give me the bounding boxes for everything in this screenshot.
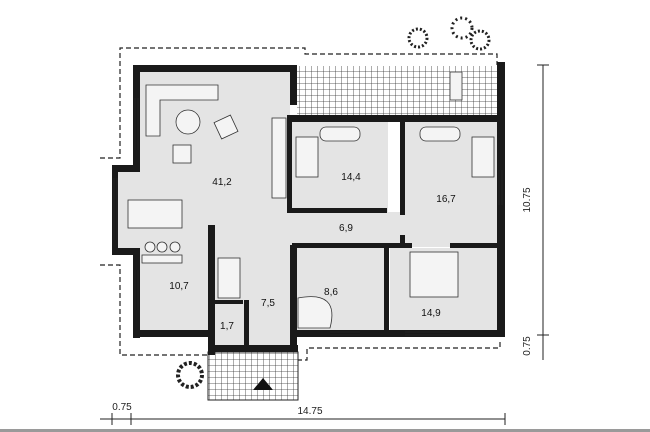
dimension-lines bbox=[100, 64, 549, 425]
bottom-border bbox=[0, 429, 650, 432]
windows bbox=[113, 98, 503, 336]
entrance-porch bbox=[207, 351, 299, 401]
room-label-living: 41,2 bbox=[212, 177, 232, 188]
furniture bbox=[127, 71, 495, 329]
tree-icon bbox=[176, 16, 491, 389]
dimension-depth: 10.75 bbox=[522, 187, 533, 212]
plot-outline bbox=[100, 47, 501, 361]
room-label-kitchen: 10,7 bbox=[169, 281, 189, 292]
room-label-bedroom-2: 16,7 bbox=[436, 194, 456, 205]
dimension-depth-offset: 0.75 bbox=[522, 336, 533, 356]
room-label-bathroom: 8,6 bbox=[324, 287, 338, 298]
room-label-bedroom-master: 14,9 bbox=[421, 308, 441, 319]
entrance-arrow-icon bbox=[253, 378, 273, 390]
room-label-hall: 6,9 bbox=[339, 223, 353, 234]
dimension-width-offset: 0.75 bbox=[112, 402, 132, 413]
room-label-wc: 1,7 bbox=[220, 321, 234, 332]
terrace bbox=[297, 66, 497, 116]
room-label-bedroom-1: 14,4 bbox=[341, 172, 361, 183]
room-label-entrance: 7,5 bbox=[261, 298, 275, 309]
walls bbox=[112, 62, 505, 355]
dimension-width: 14.75 bbox=[297, 406, 322, 417]
